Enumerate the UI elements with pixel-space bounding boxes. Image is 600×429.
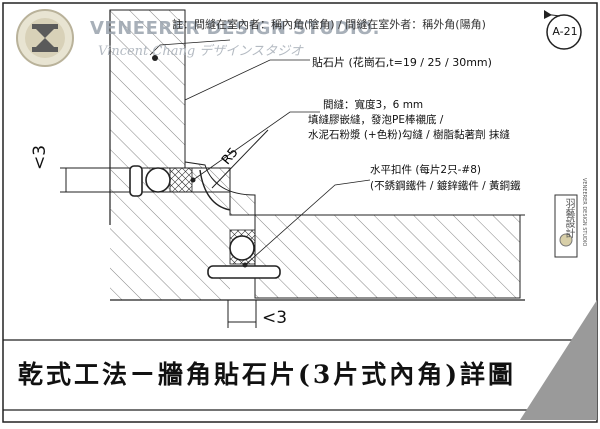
horizontal-stone	[254, 214, 521, 299]
logo-icon	[16, 9, 74, 67]
watermark-brand: VENEERER DESIGN STUDIO.	[90, 18, 380, 39]
joint-note-2: 填縫膠嵌縫，發泡PE棒襯底 /	[308, 114, 444, 126]
brand-seal-icon	[559, 233, 573, 247]
joint-leader	[192, 111, 320, 181]
left-dimension-label: <3	[30, 144, 50, 170]
clip-leader	[244, 179, 371, 266]
stone-note: 貼石片 (花崗石,t=19 / 25 / 30mm)	[312, 56, 492, 69]
watermark-subtitle: Vincent Chang デザインスタジオ	[98, 44, 304, 59]
corner-shade	[520, 300, 597, 420]
backer-rod-bottom	[229, 235, 255, 261]
joint-note-3: 水泥石粉漿 (+色粉)勾縫 / 樹脂黏著劑 抹縫	[308, 129, 510, 141]
sheet-label: A-21	[552, 25, 578, 38]
drawing-title: 乾式工法ㄧ牆角貼石片(3片式內角)詳圖	[18, 360, 517, 389]
vertical-brand: 羽藝設計	[563, 198, 574, 238]
top-note: 註：間縫在室內者：稱內角(陰角) / 間縫在室外者：稱外角(陽角)	[172, 18, 486, 31]
sheet-tag	[543, 10, 582, 50]
clip-note-1: 水平扣件 (每片2只-#8)	[370, 164, 481, 176]
clip-note-2: (不銹鋼鐵件 / 鍍鋅鐵件 / 黃銅鐵	[370, 180, 521, 192]
clip-bottom	[207, 265, 281, 279]
radius-leader	[211, 129, 269, 189]
vertical-brand-small: VENEERER DESIGN STUDIO	[581, 178, 587, 247]
backer-rod-left	[145, 167, 171, 193]
sheet-border	[2, 2, 598, 423]
radius-arc	[199, 169, 231, 211]
joint-note-1: 間縫：寬度3，6 mm	[323, 99, 424, 111]
bottom-dimension-label: <3	[262, 308, 288, 328]
clip-left	[129, 165, 143, 197]
top-note-leader	[149, 39, 231, 56]
joint-fill-left	[169, 167, 193, 193]
vertical-wall	[109, 9, 186, 169]
stone-leader	[184, 59, 310, 101]
